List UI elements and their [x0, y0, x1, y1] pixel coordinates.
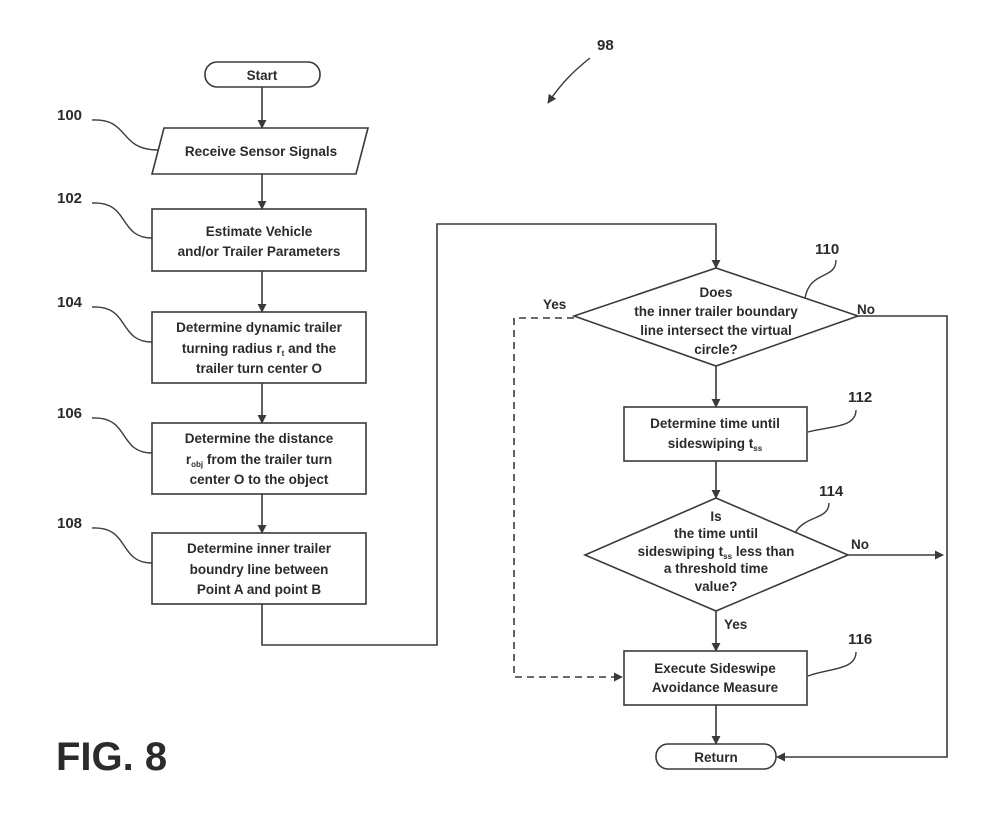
yes-114-label: Yes [724, 617, 747, 632]
threshold-line3: sideswiping tss less than [638, 544, 795, 561]
radius-line2: turning radius rt and the [182, 341, 337, 358]
threshold-line4: a threshold time [664, 561, 769, 576]
intersect-line4: circle? [694, 342, 738, 357]
execute-line1: Execute Sideswipe [654, 661, 776, 676]
start-label: Start [247, 68, 278, 83]
radius-line2-sub: t [282, 349, 285, 358]
ref-110-leader [804, 259, 837, 299]
edge-intersect-yes-execute [513, 317, 623, 682]
distance-line3: center O to the object [190, 472, 329, 487]
time-line2-sub: ss [753, 444, 762, 453]
estimate-line2: and/or Trailer Parameters [178, 244, 341, 259]
ref-116-leader [807, 651, 857, 677]
time-line1: Determine time until [650, 416, 780, 431]
ref-108-label: 108 [57, 515, 82, 532]
distance-line2: robj from the trailer turn [186, 452, 332, 469]
ref-112-leader [807, 409, 857, 433]
distance-line2-sub: obj [191, 460, 203, 469]
determine-boundary-line-box [151, 532, 367, 605]
threshold-line5: value? [695, 579, 738, 594]
intersect-line1: Does [699, 285, 732, 300]
ref-106-leader [91, 417, 153, 454]
intersect-line3: line intersect the virtual [640, 323, 792, 338]
boundary-line2: boundry line between [190, 562, 329, 577]
boundary-line1: Determine inner trailer [187, 541, 332, 556]
threshold-line2: the time until [674, 526, 758, 541]
radius-line2-b: and the [284, 341, 336, 356]
distance-line2-b: from the trailer turn [203, 452, 332, 467]
estimate-line1: Estimate Vehicle [206, 224, 313, 239]
ref-104-leader [91, 306, 153, 343]
receive-sensor-signals-io [150, 127, 370, 175]
ref-116-label: 116 [848, 631, 872, 648]
estimate-parameters-box [151, 208, 367, 272]
ref-112-label: 112 [848, 389, 872, 406]
execute-measure-box [623, 650, 808, 706]
edge-intersect-no-return [776, 315, 948, 762]
ref-110-label: 110 [815, 241, 839, 258]
threshold-line3-sub: ss [723, 552, 732, 561]
threshold-line1: Is [710, 509, 721, 524]
time-line2: sideswiping tss [668, 436, 763, 453]
edge-boundary-intersect [261, 223, 721, 646]
radius-line1: Determine dynamic trailer [176, 320, 343, 335]
return-label: Return [694, 750, 738, 765]
distance-line2-a: r [186, 452, 192, 467]
determine-distance-box [151, 422, 367, 495]
ref-104-label: 104 [57, 294, 83, 311]
boundary-line3: Point A and point B [197, 582, 321, 597]
execute-line2: Avoidance Measure [652, 680, 779, 695]
ref-100-leader [91, 119, 159, 151]
ref-102-leader [91, 202, 153, 239]
time-line2-a: sideswiping t [668, 436, 754, 451]
ref-106-label: 106 [57, 405, 82, 422]
no-110-label: No [857, 302, 875, 317]
ref-98-arrow [547, 57, 591, 104]
yes-110-label: Yes [543, 297, 566, 312]
ref-114-label: 114 [819, 483, 844, 500]
ref-98-label: 98 [597, 37, 614, 54]
ref-100-label: 100 [57, 107, 82, 124]
radius-line3: trailer turn center O [196, 361, 322, 376]
no-114-label: No [851, 537, 869, 552]
radius-line2-a: turning radius r [182, 341, 283, 356]
ref-108-leader [91, 527, 153, 564]
return-terminal [655, 743, 777, 770]
figure-label: FIG. 8 [56, 735, 167, 779]
receive-label: Receive Sensor Signals [185, 144, 337, 159]
threshold-line3-b: less than [732, 544, 794, 559]
distance-line1: Determine the distance [185, 431, 334, 446]
ref-102-label: 102 [57, 190, 82, 207]
ref-114-leader [794, 502, 830, 534]
intersect-line2: the inner trailer boundary [634, 304, 798, 319]
threshold-line3-a: sideswiping t [638, 544, 724, 559]
determine-turning-radius-box [151, 311, 367, 384]
